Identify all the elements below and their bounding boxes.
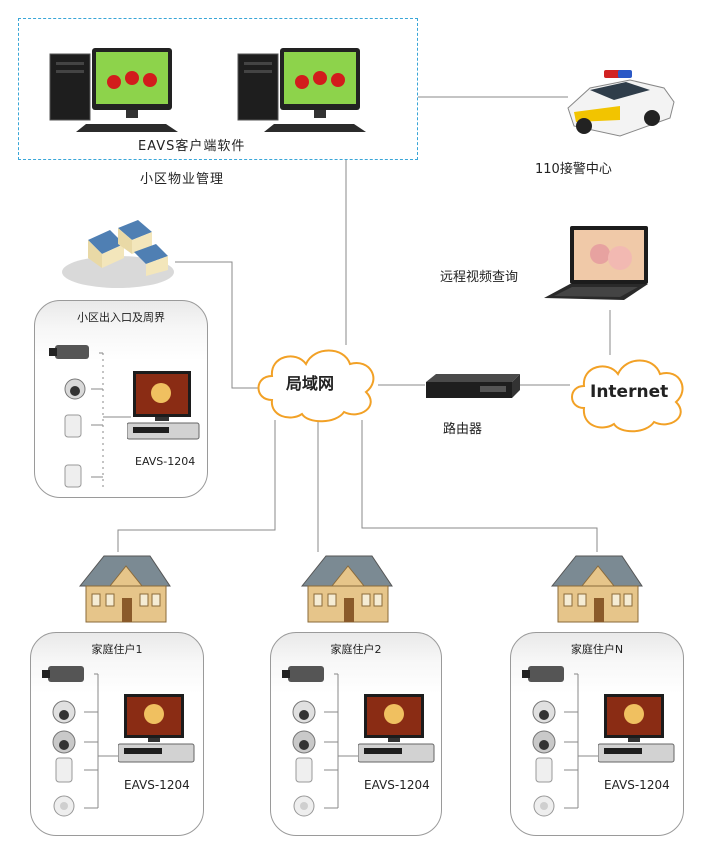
laptop-icon (544, 226, 648, 300)
internet-label: Internet (590, 382, 669, 402)
perimeter-devices (49, 345, 131, 488)
client-software-label: EAVS客户端软件 (138, 139, 246, 154)
household-title: 家庭住户1 (91, 643, 143, 656)
remote-query-label: 远程视频查询 (440, 270, 519, 285)
perimeter-device-model: EAVS-1204 (135, 455, 196, 468)
household-title: 家庭住户2 (330, 643, 382, 656)
router-icon (426, 374, 520, 398)
police-center-label: 110接警中心 (535, 162, 612, 177)
residential-community-icon (62, 220, 174, 288)
management-title: 小区物业管理 (140, 172, 225, 187)
router-label: 路由器 (443, 422, 483, 437)
household-title: 家庭住户N (570, 643, 624, 656)
lan-cloud-icon (257, 349, 375, 423)
client-pc-icon (237, 48, 366, 132)
household-devices (522, 666, 600, 817)
nvr-with-monitor-icon (598, 694, 675, 763)
perimeter-panel: 小区出入口及周界 (34, 300, 208, 498)
household-device-model: EAVS-1204 (364, 778, 430, 792)
household-device-model: EAVS-1204 (604, 778, 670, 792)
household-devices (42, 666, 120, 817)
house-icon (78, 555, 171, 623)
household-device-model: EAVS-1204 (124, 778, 190, 792)
household-devices (282, 666, 360, 817)
internet-cloud-icon (571, 359, 684, 433)
lan-label: 局域网 (286, 374, 335, 393)
nvr-with-monitor-icon (127, 371, 200, 440)
police-car-icon (567, 70, 675, 137)
nvr-with-monitor-icon (358, 694, 435, 763)
management-area (18, 18, 418, 160)
client-pc-icon (49, 48, 178, 132)
perimeter-title: 小区出入口及周界 (77, 311, 165, 324)
house-icon (300, 555, 393, 623)
nvr-with-monitor-icon (118, 694, 195, 763)
house-icon (550, 555, 643, 623)
